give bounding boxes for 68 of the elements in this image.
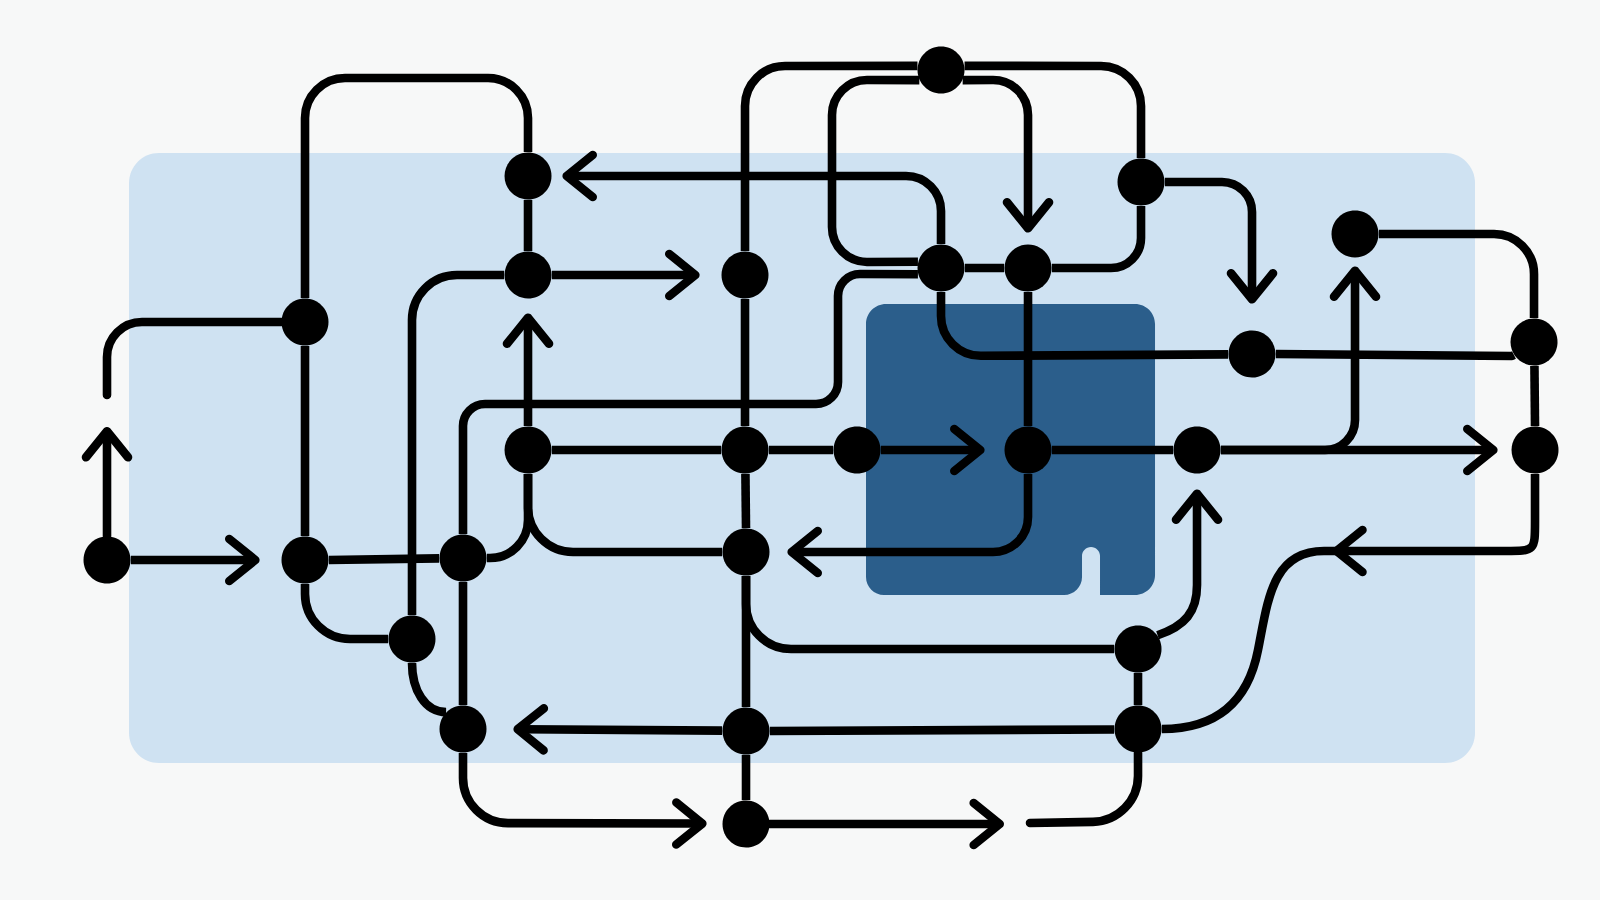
arrow [1156, 489, 1223, 640]
arrow [551, 249, 700, 301]
dot [1004, 244, 1052, 292]
dot [917, 46, 965, 94]
dot [439, 705, 487, 753]
arrow [502, 313, 554, 427]
connector-line [827, 75, 920, 267]
dot [1173, 426, 1221, 474]
connector-line [407, 662, 447, 717]
connector-line [300, 73, 533, 299]
dot [721, 251, 769, 299]
connector-line [458, 269, 918, 535]
dot [1114, 705, 1162, 753]
dot [504, 152, 552, 200]
connector-line [300, 345, 310, 537]
dot [1511, 426, 1559, 474]
connector-line [328, 554, 440, 565]
dot [281, 298, 329, 346]
arrow [130, 534, 260, 586]
connector-line [768, 445, 834, 455]
connector-line [1275, 349, 1517, 361]
dot [917, 244, 965, 292]
dot [722, 800, 770, 848]
connector-line [523, 199, 533, 252]
connector-line [741, 473, 751, 529]
dot [1004, 426, 1052, 474]
arrow [513, 704, 723, 755]
dot [1114, 625, 1162, 673]
arrow [1220, 266, 1381, 455]
connector-line [740, 298, 750, 427]
connector-line [551, 445, 722, 455]
connector-line [407, 270, 505, 616]
connector-line [769, 725, 1115, 736]
dot [83, 536, 131, 584]
connector-line [1051, 205, 1146, 273]
arrow [880, 424, 985, 476]
arrow [458, 752, 707, 849]
connector-line [936, 291, 1229, 361]
connector-line [1378, 229, 1539, 319]
dot [504, 426, 552, 474]
connector-line [523, 473, 723, 557]
dot [1117, 158, 1165, 206]
dot [1228, 330, 1276, 378]
connector-line [1051, 445, 1174, 455]
dot [722, 707, 770, 755]
dot [504, 251, 552, 299]
dot [833, 426, 881, 474]
connector-line [300, 583, 389, 644]
connector-line [1023, 291, 1033, 427]
arrow [562, 150, 946, 245]
dot [388, 615, 436, 663]
connector-line [458, 581, 468, 706]
dot [439, 534, 487, 582]
arrow [787, 473, 1033, 578]
connector-line [741, 754, 751, 801]
connector-line [740, 61, 918, 252]
dot [721, 426, 769, 474]
dot [1331, 210, 1379, 258]
connector-line [964, 263, 1005, 273]
dot [281, 536, 329, 584]
connector-line [741, 575, 1115, 654]
arrow [962, 75, 1054, 233]
dot [722, 528, 770, 576]
dot [1510, 318, 1558, 366]
connector-line [1133, 672, 1143, 706]
arrow [1164, 177, 1278, 304]
connector-line [1530, 365, 1540, 427]
connector-line [964, 61, 1146, 159]
